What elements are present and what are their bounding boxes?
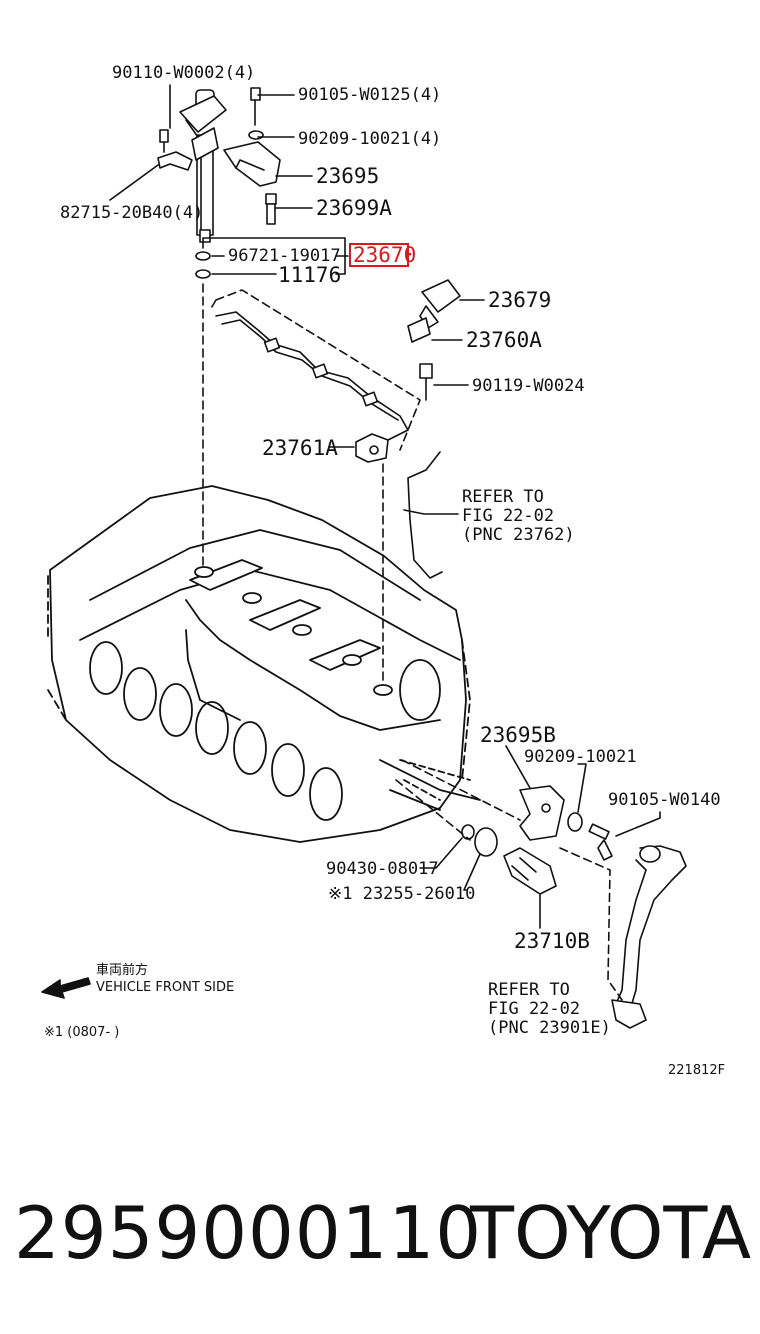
label-90105-w0125: 90105-W0125(4) [298,85,441,105]
return-pipe-illustration [407,451,443,579]
clamp-23761a-illustration [355,433,389,463]
fuel-pipe-illustration [215,311,409,441]
brand-name: TOYOTA [470,1191,752,1275]
label-23679: 23679 [488,288,551,312]
bolt-90119-illustration [419,363,433,401]
oring-90430-illustration [461,824,475,840]
injector-illustration [179,89,227,243]
label-90110: 90110-W0002(4) [112,63,255,83]
front-label-jp: 車両前方 [96,962,148,978]
label-23760a: 23760A [466,328,542,352]
refer-1-line-2: FIG 22-02 [462,506,554,526]
label-23255: ※1 23255-26010 [328,884,475,904]
label-23699a: 23699A [316,196,392,220]
label-23670[interactable]: 23670 [353,243,416,267]
highlight-box [349,243,409,267]
refer-1-line-1: REFER TO [462,487,544,507]
retainer-23760a-illustration [407,317,431,343]
clamp-23695-illustration [223,141,281,187]
label-90430: 90430-08017 [326,859,439,879]
label-90105-w0140: 90105-W0140 [608,790,721,810]
refer-2-line-1: REFER TO [488,980,570,1000]
oring-96721-illustration [195,251,211,261]
figure-id: 221812F [668,1063,725,1078]
note-label: ※1 (0807- ) [44,1025,119,1040]
label-90209-4: 90209-10021(4) [298,129,441,149]
bolt-90105b-illustration [588,823,613,861]
hose-illustration [611,845,687,1029]
washer-11176-illustration [195,269,211,279]
front-label-en: VEHICLE FRONT SIDE [96,980,234,995]
label-90209-b: 90209-10021 [524,747,637,767]
clamp-82715-illustration [157,151,193,171]
sensor-23710b-illustration [503,847,557,895]
refer-1-line-3: (PNC 23762) [462,525,575,545]
washer-90209-illustration [567,812,583,832]
ring-23255-illustration [474,827,498,857]
engine-block-illustration [47,485,481,843]
refer-2-line-3: (PNC 23901E) [488,1018,611,1038]
bolt-90110-illustration [159,129,169,153]
part-number: 2959000110 [14,1191,483,1275]
front-arrow-icon [41,977,91,999]
label-23695: 23695 [316,164,379,188]
label-11176: 11176 [278,263,341,287]
label-82715: 82715-20B40(4) [60,203,203,223]
label-90119: 90119-W0024 [472,376,585,396]
label-96721: 96721-19017 [228,246,341,266]
label-23710b: 23710B [514,929,590,953]
bracket-23695b-illustration [519,785,565,841]
refer-2-line-2: FIG 22-02 [488,999,580,1019]
footer: 2959000110 TOYOTA [0,1188,760,1278]
label-23761a: 23761A [262,436,338,460]
stud-23699a-illustration [265,193,277,225]
label-23695b: 23695B [480,723,556,747]
